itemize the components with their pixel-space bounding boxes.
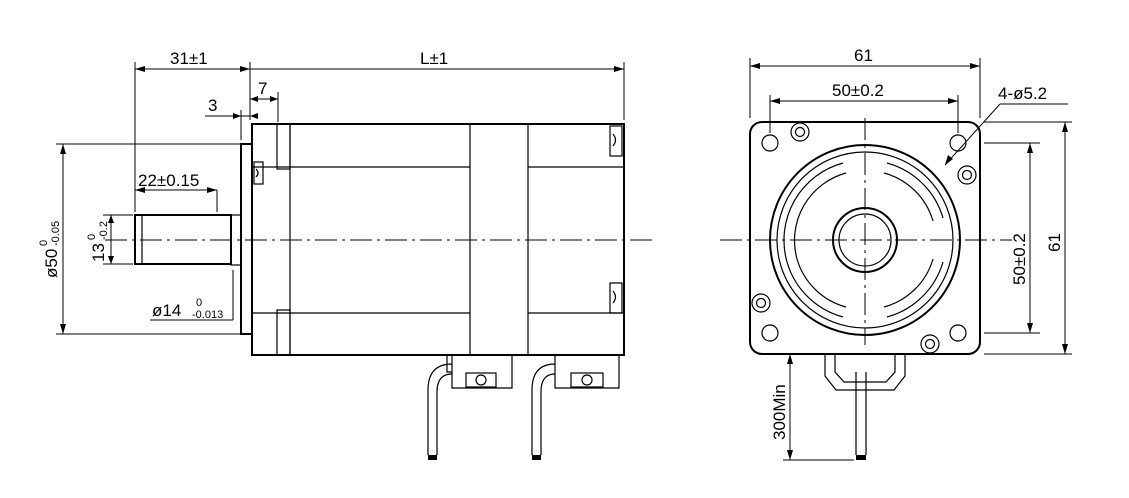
mounting-hole-icon (761, 324, 779, 342)
side-view: 31±1 L±1 7 3 22±0.15 13 0 -0.2 (38, 49, 655, 460)
boss-icon (961, 169, 973, 181)
cable-right (531, 363, 556, 460)
dim-front-height: 61 (1045, 233, 1064, 252)
screw-icon (253, 161, 264, 185)
mounting-hole-icon (761, 134, 779, 152)
boss-icon (751, 293, 771, 313)
dim-shaft-tol-lower: -0.013 (192, 309, 223, 321)
dim-front-width: 61 (854, 46, 873, 65)
dim-shaft-length: 31±1 (170, 49, 208, 68)
dim-shaft-tol-upper: 0 (196, 297, 202, 309)
cable-left (427, 363, 453, 460)
dim-hole-spacing-x: 50±0.2 (832, 81, 884, 100)
dim-pilot-depth: 3 (208, 96, 217, 115)
mounting-hole-icon (949, 134, 967, 152)
dim-holes: 4-ø5.2 (998, 84, 1047, 103)
connector-right (554, 355, 620, 389)
boss-icon (794, 126, 806, 138)
dim-pilot-tol-upper: 0 (38, 240, 50, 246)
dim-key-height-tol-lower: -0.2 (98, 221, 110, 240)
boss-icon (790, 122, 810, 142)
dim-flange-offset: 7 (258, 79, 267, 98)
flange (230, 143, 253, 335)
boss-icon (924, 338, 936, 350)
dim-key-length: 22±0.15 (138, 171, 199, 190)
motor-body (251, 123, 625, 356)
boss-icon (755, 297, 767, 309)
dim-lead-length: 300Min (770, 384, 789, 440)
mounting-hole-icon (949, 324, 967, 342)
boss-icon (920, 334, 940, 354)
connector-left (446, 355, 513, 389)
dim-hole-spacing-y: 50±0.2 (1010, 233, 1029, 285)
dim-pilot-dia: ø50 (42, 249, 61, 278)
dim-shaft-dia: ø14 (152, 301, 181, 320)
screw-icon (609, 282, 623, 314)
boss-icon (957, 165, 977, 185)
front-view: 61 50±0.2 4-ø5.2 50±0.2 61 300Min (720, 46, 1072, 461)
dim-body-length: L±1 (420, 49, 448, 68)
screw-icon (609, 125, 623, 157)
arc-slots (783, 162, 944, 318)
dim-key-height: 13 (89, 243, 108, 262)
dim-pilot-tol-lower: -0.05 (50, 221, 62, 246)
dim-key-height-tol-upper: 0 (86, 234, 98, 240)
